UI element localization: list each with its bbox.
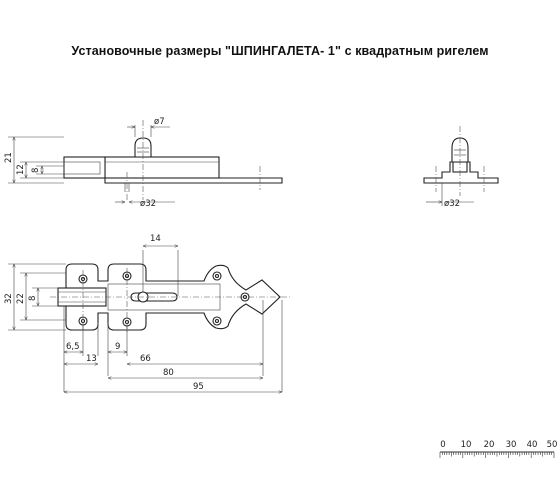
plan-dim-8: 8: [28, 296, 38, 301]
plan-dim-6-5: 6,5: [66, 342, 80, 352]
end-view: ø32: [423, 126, 499, 209]
scale-label-0: 0: [440, 440, 445, 450]
scale-bar: 0 10 20 30 40 50: [439, 440, 558, 458]
drawing-title: Установочные размеры "ШПИНГАЛЕТА- 1" с к…: [71, 44, 489, 58]
side-height-21: 21: [4, 152, 14, 163]
plan-dim-13: 13: [86, 354, 97, 364]
side-base-diameter-label: ø32: [140, 199, 156, 209]
side-height-12: 12: [16, 164, 26, 175]
scale-ticks: [439, 452, 555, 458]
plan-dim-32: 32: [4, 293, 14, 304]
side-base-plate: [104, 177, 283, 184]
plan-dim-9: 9: [115, 342, 120, 352]
plan-dim-14: 14: [150, 234, 161, 244]
plan-dim-80: 80: [163, 368, 174, 378]
side-view: ø7 ø32 21 12 8: [4, 117, 283, 209]
plan-dim-22: 22: [16, 293, 26, 304]
plan-dim-66: 66: [140, 354, 151, 364]
side-body: [104, 156, 220, 179]
scale-label-40: 40: [527, 440, 538, 450]
scale-label-50: 50: [547, 440, 558, 450]
side-knob-diameter-label: ø7: [154, 117, 165, 127]
plan-view: 14 32 22 8 6,5 9 13 66: [4, 234, 290, 392]
scale-label-30: 30: [506, 440, 517, 450]
side-height-8: 8: [31, 168, 41, 173]
side-bolt: [63, 156, 106, 179]
scale-label-20: 20: [484, 440, 495, 450]
scale-label-10: 10: [461, 440, 472, 450]
plan-dim-95: 95: [193, 382, 204, 392]
end-base-diameter-label: ø32: [444, 199, 460, 209]
